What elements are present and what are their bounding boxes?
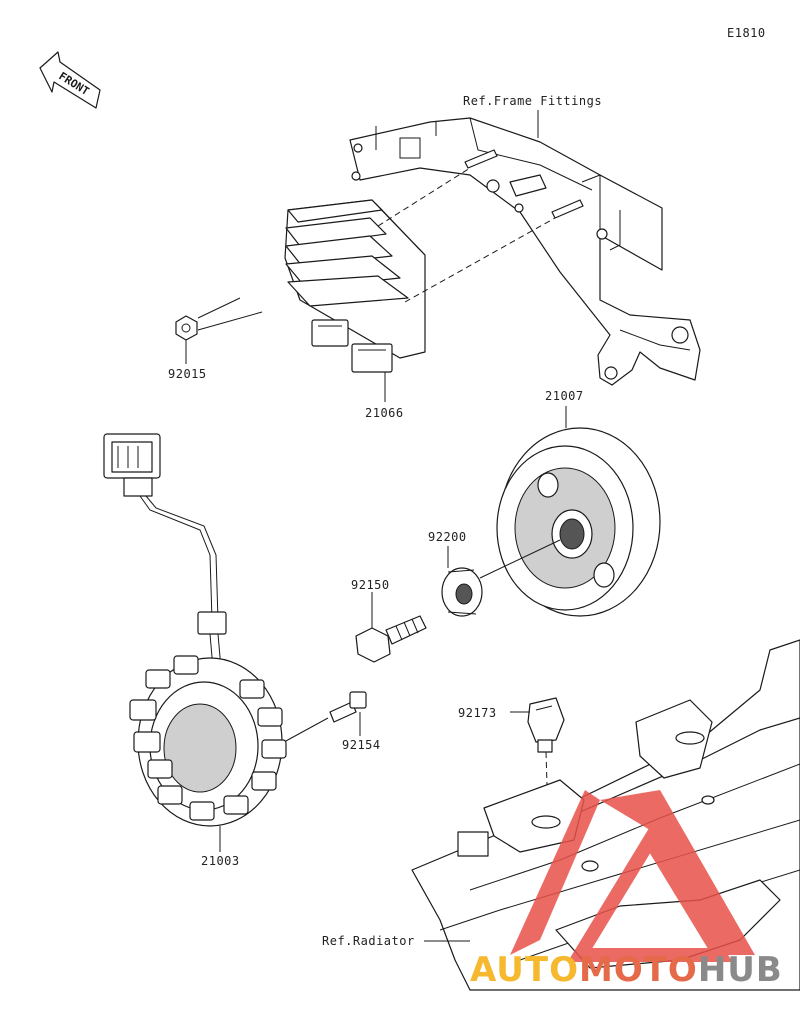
- watermark: AUTOMOTOHUB: [470, 950, 783, 990]
- rotor-flywheel: [496, 427, 661, 617]
- label-frame-fittings: Ref.Frame Fittings: [463, 94, 603, 108]
- rotor-bolt-92150: [355, 615, 427, 663]
- diagram-code: E1810: [727, 26, 766, 40]
- watermark-part-hub: HUB: [697, 950, 783, 990]
- watermark-logo-icon: [510, 790, 755, 962]
- front-arrow-icon: FRONT: [39, 51, 101, 109]
- stator-bolt-axis: [283, 717, 329, 743]
- label-92200: 92200: [428, 530, 467, 544]
- washer-axis: [479, 539, 561, 579]
- label-ref-radiator: Ref.Radiator: [322, 934, 415, 948]
- washer-92200: [441, 567, 483, 617]
- label-21007: 21007: [545, 389, 584, 403]
- watermark-part-moto: MOTO: [578, 950, 698, 990]
- sensor-92173: [527, 697, 565, 753]
- label-92173: 92173: [458, 706, 497, 720]
- nut-leader: [197, 297, 263, 331]
- frame-fitting-bracket: [349, 117, 701, 386]
- label-92150: 92150: [351, 578, 390, 592]
- watermark-part-auto: AUTO: [470, 950, 579, 990]
- stator-bolt-92154: [329, 691, 367, 723]
- label-92154: 92154: [342, 738, 381, 752]
- label-21003: 21003: [201, 854, 240, 868]
- regulator-rectifier: [284, 199, 426, 373]
- regulator-mount-line-lower: [404, 217, 556, 303]
- stator-assembly: [103, 433, 287, 827]
- label-92015: 92015: [168, 367, 207, 381]
- nut-92015: [175, 315, 198, 341]
- regulator-mount-line: [377, 167, 471, 227]
- label-21066: 21066: [365, 406, 404, 420]
